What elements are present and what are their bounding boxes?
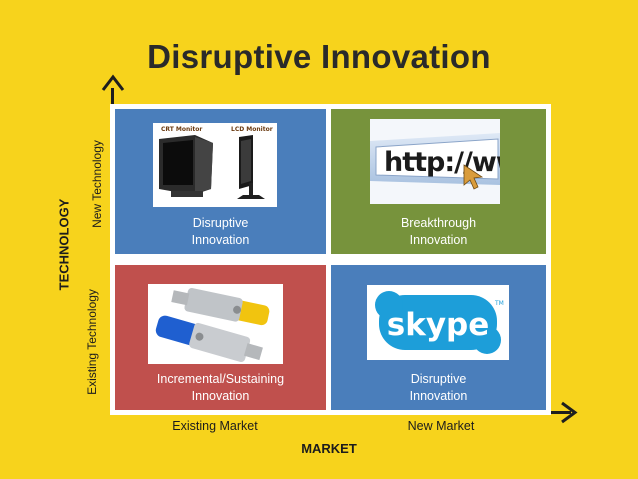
svg-text:LCD Monitor: LCD Monitor xyxy=(231,126,273,133)
x-axis-arrowhead xyxy=(561,401,578,424)
quadrant-top-left: CRT Monitor LCD Monitor Disruptive Innov… xyxy=(115,109,326,254)
quadrant-bottom-right-line1: Disruptive xyxy=(410,372,467,386)
monitor-comparison-image: CRT Monitor LCD Monitor xyxy=(153,123,277,207)
quadrant-bottom-right-line2: Innovation xyxy=(409,389,468,403)
y-axis-arrowhead xyxy=(101,74,125,91)
usb-flash-drives-image xyxy=(148,284,283,364)
quadrant-bottom-left-line1: Incremental/Sustaining xyxy=(156,372,285,386)
page-title: Disruptive Innovation xyxy=(147,38,491,75)
svg-text:CRT Monitor: CRT Monitor xyxy=(161,126,202,133)
svg-text:http://ww: http://ww xyxy=(384,147,500,178)
svg-text:TM: TM xyxy=(494,300,504,307)
skype-logo-image: skype TM xyxy=(367,285,509,360)
quadrant-bottom-left-line2: Innovation xyxy=(191,389,250,403)
quadrant-bottom-left: Incremental/Sustaining Innovation xyxy=(115,265,326,410)
x-label-new-market: New Market xyxy=(407,419,475,433)
browser-url-bar-image: http://ww xyxy=(370,119,500,204)
quadrant-top-right: http://ww Breakthrough Innovation xyxy=(331,109,546,254)
y-label-existing-technology: Existing Technology xyxy=(85,289,99,395)
quadrant-bottom-right: skype TM Disruptive Innovation xyxy=(331,265,546,410)
y-axis-title: TECHNOLOGY xyxy=(56,198,72,291)
quadrant-top-right-line1: Breakthrough xyxy=(400,216,477,230)
y-label-new-technology: New Technology xyxy=(90,140,104,228)
x-label-existing-market: Existing Market xyxy=(172,419,258,433)
skype-logo-text: skype xyxy=(387,307,490,343)
quadrant-top-left-line1: Disruptive xyxy=(192,216,249,230)
quadrant-top-left-line2: Innovation xyxy=(191,233,250,247)
quadrant-top-right-line2: Innovation xyxy=(409,233,468,247)
x-axis-title: MARKET xyxy=(301,441,357,456)
